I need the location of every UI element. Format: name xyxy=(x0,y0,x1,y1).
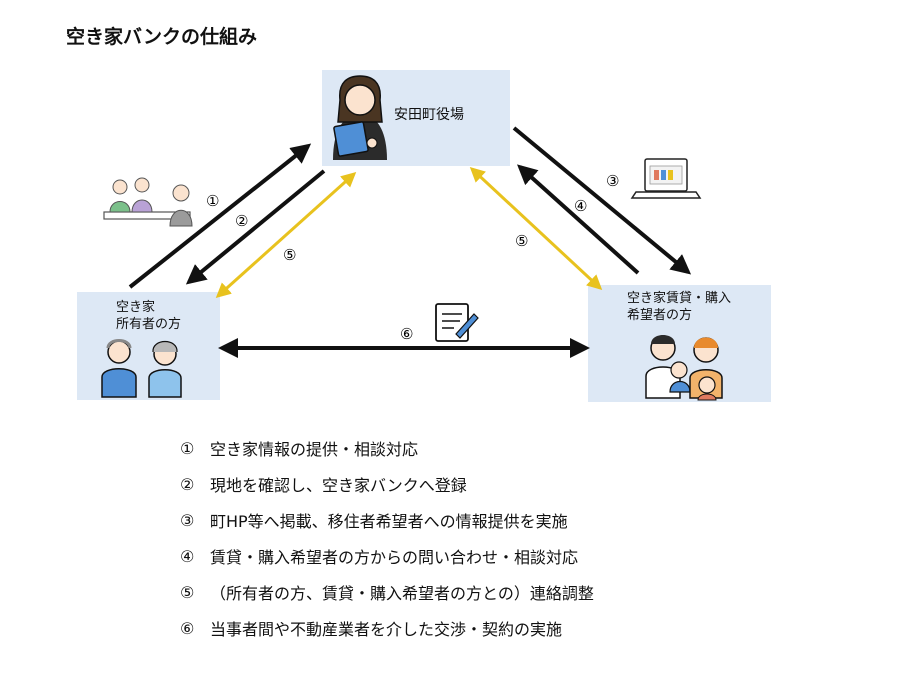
owners-couple-illustration xyxy=(101,339,182,398)
legend-text: 空き家情報の提供・相談対応 xyxy=(210,440,419,459)
legend-list: ① 空き家情報の提供・相談対応 ② 現地を確認し、空き家バンクへ登録 ③ 町HP等へ掲… xyxy=(180,430,594,646)
family-illustration xyxy=(645,335,723,401)
legend-number: ⑥ xyxy=(180,618,195,638)
arrow-3 xyxy=(512,126,692,275)
legend-number: ① xyxy=(180,438,195,458)
owners-label-line1: 空き家 xyxy=(116,300,156,315)
legend-number: ③ xyxy=(180,510,195,530)
contract-document-icon xyxy=(435,303,479,342)
staff-illustration xyxy=(333,75,387,160)
arrow-label-4: ④ xyxy=(574,197,587,215)
arrow-label-2: ② xyxy=(235,212,248,230)
arrow-5-left xyxy=(215,171,357,299)
legend-text: 賃貸・購入希望者の方からの問い合わせ・相談対応 xyxy=(210,548,579,567)
legend-item: ⑥ 当事者間や不動産業者を介した交渉・契約の実施 xyxy=(180,610,594,646)
seekers-label-line1: 空き家賃貸・購入 xyxy=(627,291,732,306)
flow-diagram: ① ② ⑤ ③ ④ ⑤ ⑥ xyxy=(101,75,723,401)
legend-item: ④ 賃貸・購入希望者の方からの問い合わせ・相談対応 xyxy=(180,538,594,574)
legend-text: 町HP等へ掲載、移住者希望者への情報提供を実施 xyxy=(210,512,568,531)
legend-number: ④ xyxy=(180,546,195,566)
legend-number: ⑤ xyxy=(180,582,195,602)
legend-text: 当事者間や不動産業者を介した交渉・契約の実施 xyxy=(210,620,563,639)
meeting-illustration xyxy=(103,177,193,227)
laptop-icon xyxy=(630,158,702,199)
page-title: 空き家バンクの仕組み xyxy=(66,26,257,48)
arrow-label-3: ③ xyxy=(606,172,619,190)
legend-item: ① 空き家情報の提供・相談対応 xyxy=(180,430,594,466)
arrow-label-5-left: ⑤ xyxy=(283,246,296,264)
legend-item: ② 現地を確認し、空き家バンクへ登録 xyxy=(180,466,594,502)
legend-item: ③ 町HP等へ掲載、移住者希望者への情報提供を実施 xyxy=(180,502,594,538)
arrow-label-6: ⑥ xyxy=(400,325,413,343)
owners-label-line2: 所有者の方 xyxy=(116,317,182,332)
legend-text: 現地を確認し、空き家バンクへ登録 xyxy=(210,476,467,495)
arrow-label-5-right: ⑤ xyxy=(515,232,528,250)
town-office-label: 安田町役場 xyxy=(394,107,464,123)
legend-text: （所有者の方、賃貸・購入希望者の方との）連絡調整 xyxy=(210,584,594,603)
legend-item: ⑤ （所有者の方、賃貸・購入希望者の方との）連絡調整 xyxy=(180,574,594,610)
arrow-5-right xyxy=(469,166,603,291)
seekers-label-line2: 希望者の方 xyxy=(627,308,693,323)
legend-number: ② xyxy=(180,474,195,494)
arrow-label-1: ① xyxy=(206,192,219,210)
